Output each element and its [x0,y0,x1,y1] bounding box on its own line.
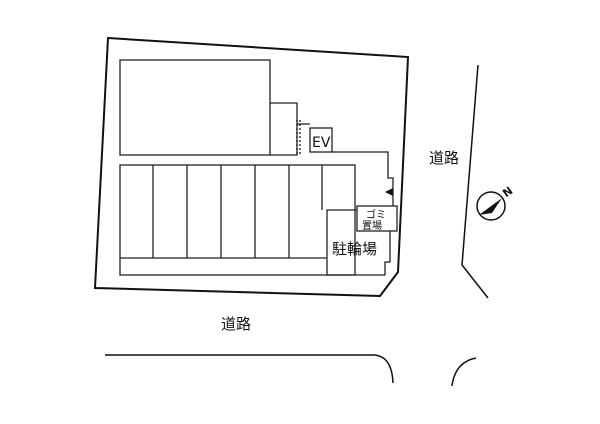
compass-icon: N [476,184,515,221]
road-edge-right [461,64,489,299]
building-wing-outline [332,151,394,206]
garbage-label: 置場 [362,219,382,232]
bicycle-parking-area [326,209,391,276]
garbage-label: ゴミ [366,208,386,221]
road-edge-bottom-right [451,357,477,387]
road-label-right: 道路 [429,149,459,167]
road-label-bottom: 道路 [221,315,251,333]
lot-boundary [93,36,410,298]
elevator-label: EV [312,135,331,151]
bicycle-parking-label: 駐輪場 [332,240,377,258]
elevator-box [309,127,333,153]
stair-core [270,102,298,156]
building-lower-block [119,164,356,276]
garbage-area [356,205,398,232]
road-edge-bottom [105,354,394,384]
entrance-arrow-icon [385,188,393,196]
building-upper-block [119,59,271,156]
